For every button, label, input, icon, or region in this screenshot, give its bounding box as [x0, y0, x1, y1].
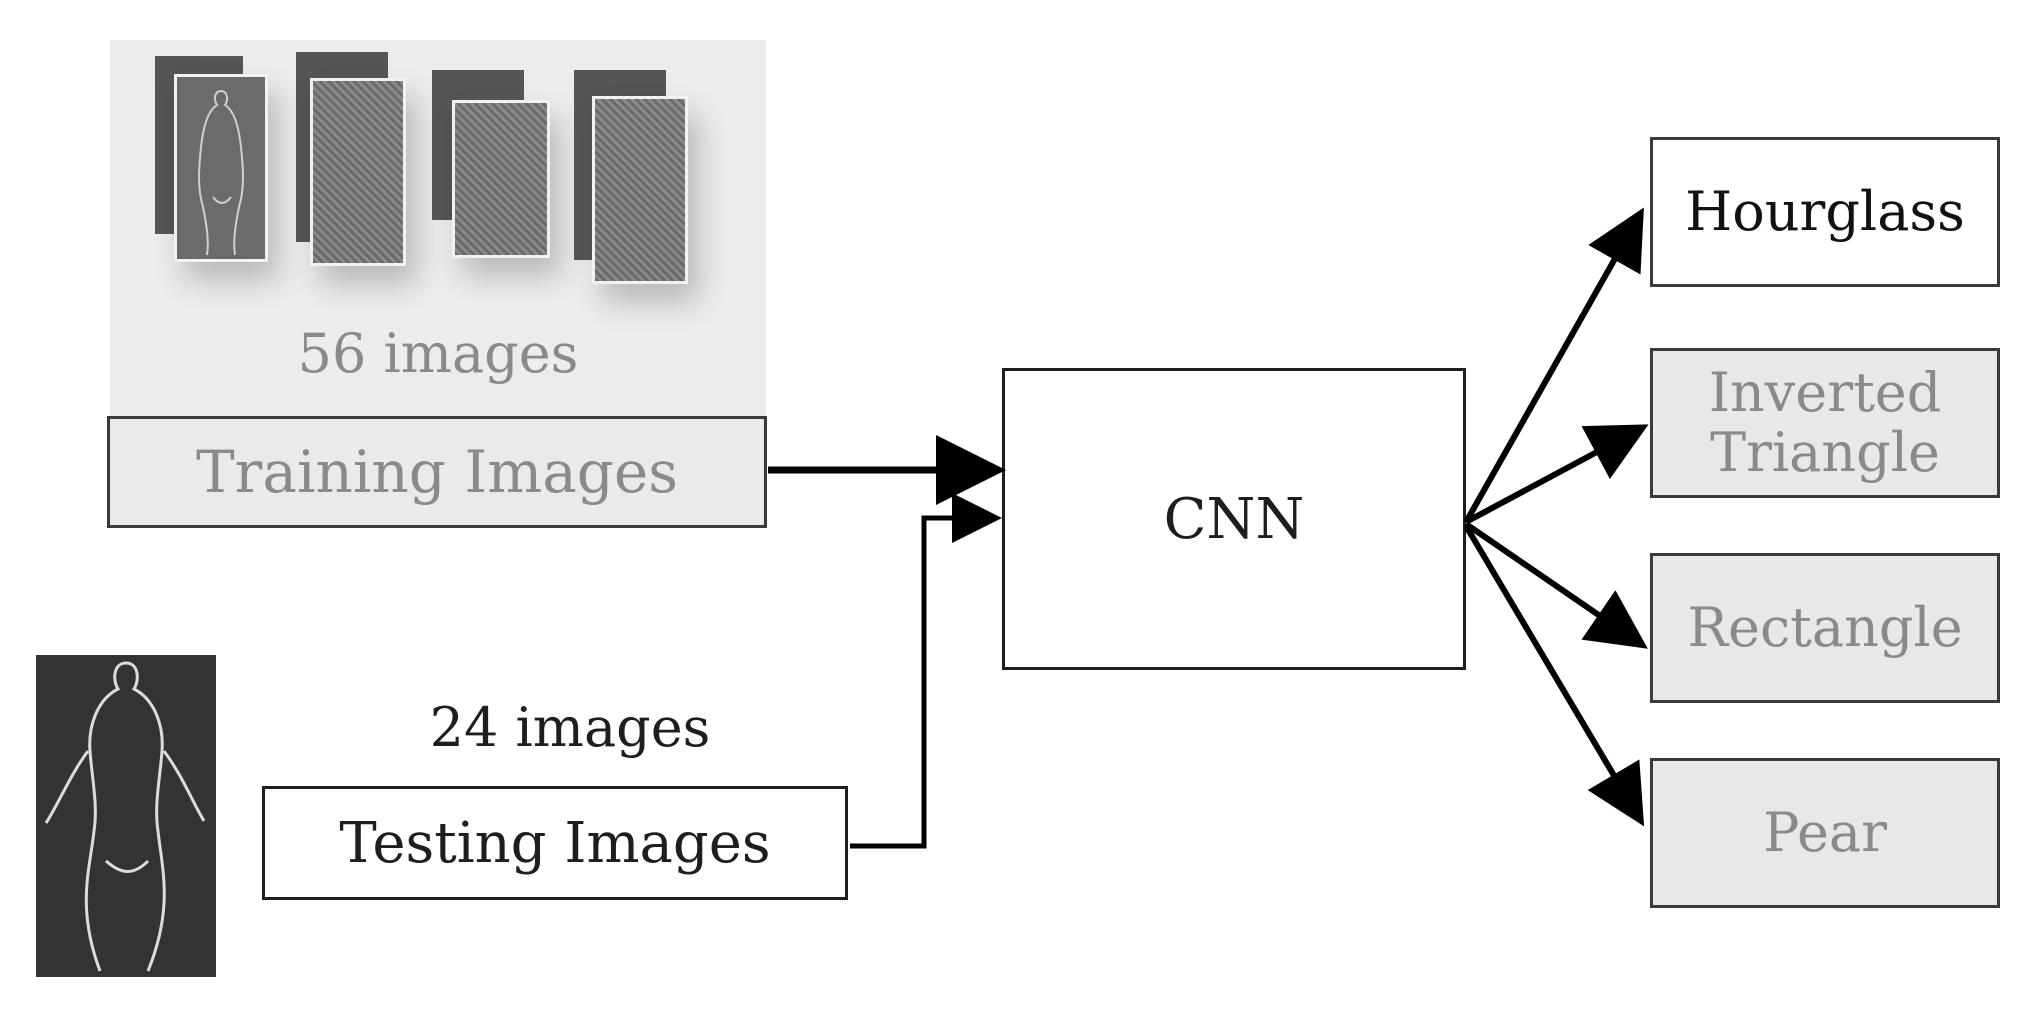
testing-images-box: Testing Images	[262, 786, 848, 900]
body-silhouette-icon	[198, 90, 244, 256]
arrow-cnn-to-inverted-triangle	[1464, 424, 1649, 525]
testing-image-count: 24 images	[429, 695, 711, 759]
class-pear: Pear	[1650, 758, 2000, 908]
body-outline-icon	[44, 661, 206, 972]
training-thumbnail-3	[452, 100, 550, 258]
cnn-model-box: CNN	[1002, 368, 1466, 670]
class-rectangle: Rectangle	[1650, 553, 2000, 703]
arrow-testing-to-cnn	[850, 493, 1002, 849]
training-image-count: 56 images	[297, 321, 579, 385]
class-hourglass: Hourglass	[1650, 137, 2000, 287]
training-thumbnail-1	[174, 74, 268, 262]
training-images-box: Training Images	[107, 416, 767, 528]
arrow-cnn-to-pear	[1463, 524, 1645, 827]
arrow-cnn-to-rectangle	[1464, 521, 1648, 649]
training-thumbnail-4	[592, 96, 688, 284]
class-inverted-triangle: Inverted Triangle	[1650, 348, 2000, 498]
training-thumbnail-2	[310, 78, 406, 266]
arrow-cnn-to-hourglass	[1463, 207, 1644, 524]
testing-image-example	[36, 655, 216, 977]
